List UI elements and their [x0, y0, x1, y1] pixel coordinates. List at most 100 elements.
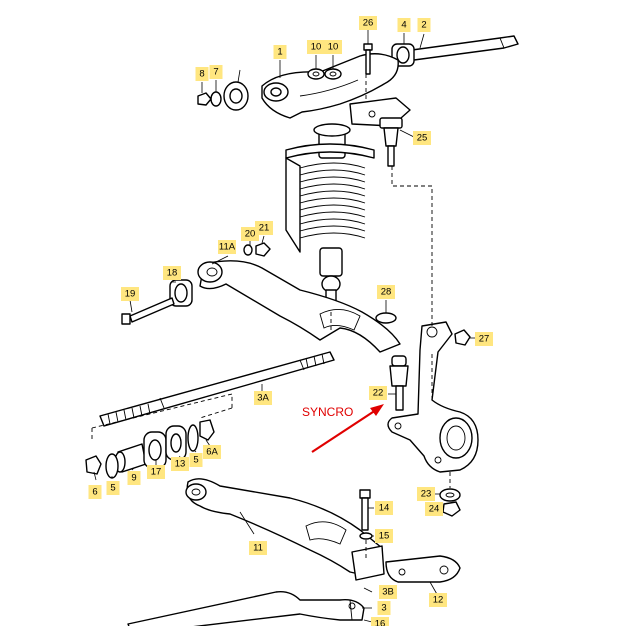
callout-5b-label: 5 [193, 455, 198, 466]
upper-control-arm [261, 53, 399, 119]
callout-8: 8 [195, 67, 209, 81]
nut-6 [85, 455, 102, 475]
callout-10b-highlight [324, 40, 342, 54]
callout-3B-highlight [379, 585, 397, 599]
washer-15 [359, 532, 373, 540]
callout-6A-highlight [203, 445, 221, 459]
callout-6-highlight [88, 485, 102, 499]
callout-10a: 10 [307, 40, 325, 54]
washer-7 [210, 91, 222, 107]
callout-27-highlight [475, 332, 493, 346]
callout-5: 5 [106, 481, 120, 495]
nut-6A [199, 419, 215, 441]
callout-15: 15 [375, 529, 393, 543]
callout-13-highlight [171, 457, 189, 471]
callout-4-label: 4 [401, 20, 406, 31]
callout-23-highlight [417, 487, 435, 501]
leader-lines [93, 30, 478, 623]
callout-12-highlight [429, 593, 447, 607]
callout-7-label: 7 [213, 67, 218, 78]
washer-28 [375, 312, 397, 324]
callout-14-highlight [375, 501, 393, 515]
callout-21-label: 21 [259, 223, 270, 234]
bushing-assembly-4 [223, 81, 249, 111]
callout-24-highlight [425, 502, 443, 516]
callout-3B: 3B [379, 585, 397, 599]
callout-28: 28 [377, 285, 395, 299]
callout-25: 25 [413, 131, 431, 145]
callout-11-highlight [249, 541, 267, 555]
nut-21 [255, 242, 271, 257]
callout-2-label: 2 [421, 20, 426, 31]
callout-17: 17 [147, 465, 165, 479]
callout-23: 23 [417, 487, 435, 501]
callout-28-highlight [377, 285, 395, 299]
lower-control-arm-11 [185, 478, 385, 581]
callout-10b-label: 10 [328, 42, 339, 53]
callout-21-highlight [255, 221, 273, 235]
callout-18: 18 [163, 266, 181, 280]
callout-6A-label: 6A [206, 447, 218, 458]
callout-4-highlight [397, 18, 411, 32]
callout-12: 12 [429, 593, 447, 607]
nut-27 [454, 329, 471, 346]
callout-16: 16 [371, 617, 389, 626]
coil-spring-strut [285, 123, 375, 313]
callout-8-label: 8 [199, 69, 204, 80]
callout-6-label: 6 [92, 487, 97, 498]
callout-20: 20 [241, 227, 259, 241]
callout-16-highlight [371, 617, 389, 626]
callout-25-highlight [413, 131, 431, 145]
callout-20-label: 20 [245, 229, 256, 240]
syncro-annotation: SYNCRO [302, 404, 384, 453]
callout-14: 14 [375, 501, 393, 515]
bushing-17 [143, 431, 167, 469]
ball-joint-22 [389, 355, 409, 411]
callout-17-label: 17 [151, 467, 162, 478]
lower-control-arm-11A [197, 260, 401, 353]
washer-20 [243, 244, 253, 256]
callout-11A-label: 11A [219, 242, 236, 253]
callout-26-label: 26 [363, 18, 374, 29]
callout-24-label: 24 [429, 504, 440, 515]
callout-11: 11 [249, 541, 267, 555]
callout-6A: 6A [203, 445, 221, 459]
callout-13-label: 13 [175, 459, 186, 470]
callout-26-highlight [359, 16, 377, 30]
callout-12-label: 12 [433, 595, 444, 606]
callout-23-label: 23 [421, 489, 432, 500]
ball-joint-25 [379, 117, 403, 167]
washer-5b [187, 424, 199, 452]
nut-8 [197, 92, 212, 106]
callout-7-highlight [209, 65, 223, 79]
callout-18-label: 18 [167, 268, 178, 279]
callout-11-label: 11 [253, 543, 263, 554]
tie-rod-3A [99, 351, 335, 427]
callout-8-highlight [195, 67, 209, 81]
callout-19: 19 [121, 287, 139, 301]
callout-25-label: 25 [417, 133, 428, 144]
callout-3-label: 3 [381, 603, 386, 614]
callout-3A: 3A [254, 391, 272, 405]
callout-5b: 5 [189, 453, 203, 467]
callout-15-label: 15 [379, 531, 390, 542]
callout-10a-label: 10 [311, 42, 322, 53]
callout-15-highlight [375, 529, 393, 543]
callout-28-label: 28 [381, 287, 392, 298]
callout-11A-highlight [218, 240, 236, 254]
callout-27-label: 27 [479, 334, 490, 345]
callout-1-label: 1 [277, 47, 282, 58]
callout-20-highlight [241, 227, 259, 241]
callout-3B-label: 3B [382, 587, 394, 598]
callout-1-highlight [273, 45, 287, 59]
callout-3: 3 [377, 601, 391, 615]
callout-16-label: 16 [375, 619, 386, 626]
callout-22-highlight [369, 386, 387, 400]
washer-5 [105, 453, 119, 479]
syncro-arrowhead [370, 404, 384, 416]
callout-5b-highlight [189, 453, 203, 467]
callout-18-highlight [163, 266, 181, 280]
bushing-18 [169, 279, 193, 307]
